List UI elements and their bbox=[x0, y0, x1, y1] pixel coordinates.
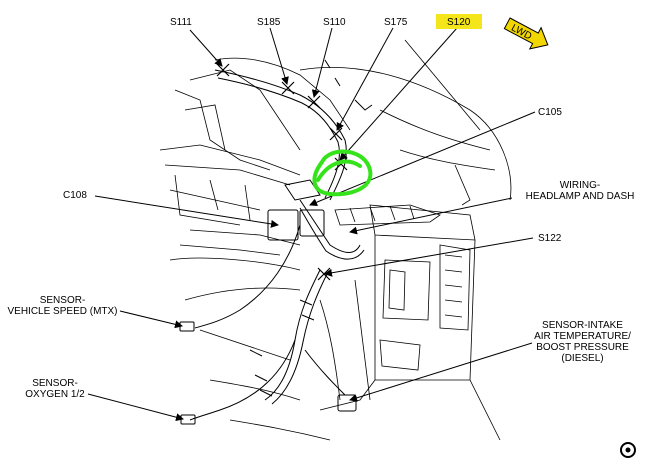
o2-line2: OXYGEN 1/2 bbox=[25, 389, 85, 400]
markup-circle bbox=[312, 149, 373, 197]
label-sensor-intake: SENSOR-INTAKE AIR TEMPERATURE/ BOOST PRE… bbox=[520, 320, 645, 364]
label-s175: S175 bbox=[384, 17, 408, 28]
gear-icon bbox=[620, 442, 636, 458]
label-s120: S120 bbox=[447, 17, 471, 28]
s120-highlight bbox=[436, 14, 482, 29]
label-c108: C108 bbox=[63, 190, 87, 201]
label-s122: S122 bbox=[538, 233, 562, 244]
label-wiring-headlamp-dash: WIRING- HEADLAMP AND DASH bbox=[515, 180, 645, 202]
wiring-line2: HEADLAMP AND DASH bbox=[525, 191, 635, 202]
orientation-label: LWD bbox=[509, 23, 533, 43]
o2-line1: SENSOR- bbox=[32, 378, 78, 389]
vss-line2: VEHICLE SPEED (MTX) bbox=[7, 306, 118, 317]
iat-line2: AIR TEMPERATURE/ bbox=[534, 331, 631, 342]
orientation-arrow-icon: LWD bbox=[503, 17, 549, 50]
iat-line3: BOOST PRESSURE bbox=[536, 342, 629, 353]
label-sensor-oxygen: SENSOR- OXYGEN 1/2 bbox=[20, 378, 90, 400]
iat-line4: (DIESEL) bbox=[561, 353, 604, 364]
label-s111: S111 bbox=[170, 17, 192, 28]
vss-line1: SENSOR- bbox=[39, 295, 86, 306]
wiring-harness bbox=[179, 59, 373, 425]
label-s185: S185 bbox=[257, 17, 281, 28]
label-s110: S110 bbox=[323, 17, 346, 28]
engine-bay-linework bbox=[159, 39, 512, 441]
iat-line1: SENSOR-INTAKE bbox=[542, 320, 623, 331]
label-sensor-vehicle-speed: SENSOR- VEHICLE SPEED (MTX) bbox=[5, 295, 120, 317]
splice-x-marks bbox=[216, 63, 348, 281]
wiring-line1: WIRING- bbox=[559, 180, 601, 191]
leader-lines bbox=[87, 27, 536, 422]
label-c105: C105 bbox=[538, 107, 562, 118]
